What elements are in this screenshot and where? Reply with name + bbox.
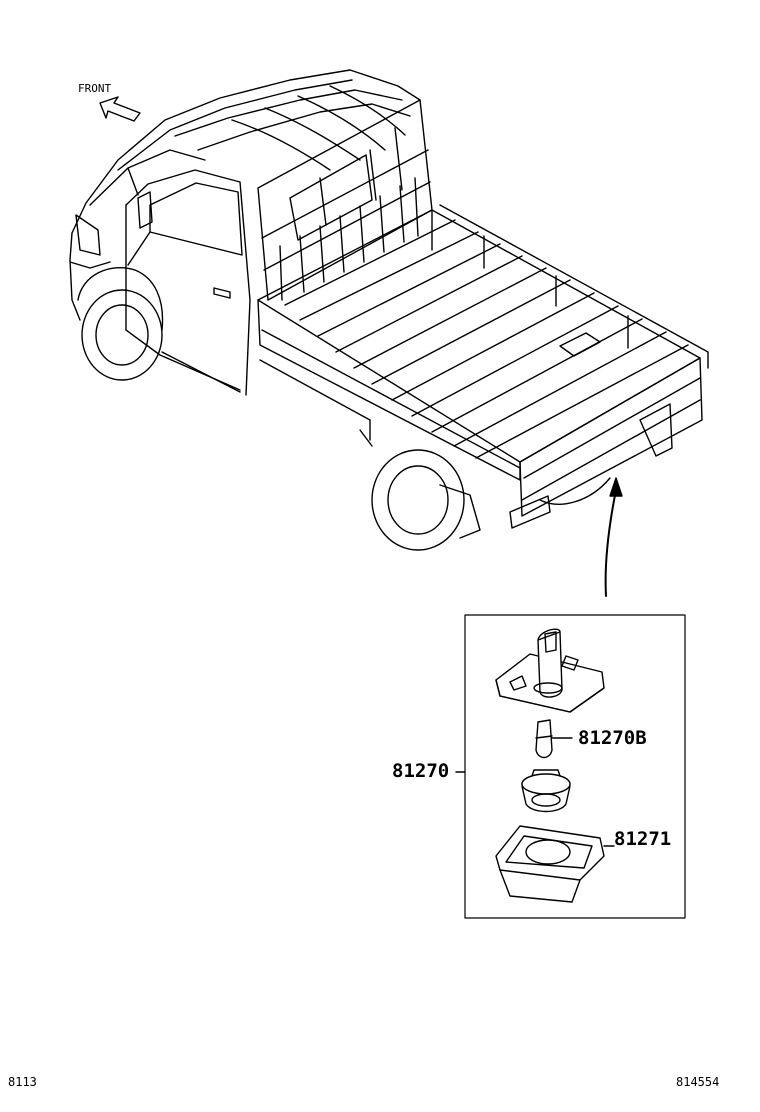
footer-left-code: 8113 <box>8 1075 37 1089</box>
detail-inset-box <box>464 614 686 919</box>
cargo-bed <box>257 204 709 529</box>
lamp-socket-part <box>495 628 605 713</box>
footer-right-code: 814554 <box>676 1075 720 1089</box>
part-number-lens[interactable]: 81271 <box>614 828 672 850</box>
lens-cover-part <box>495 825 615 903</box>
truck-cab <box>69 69 421 396</box>
front-label: FRONT <box>78 82 112 95</box>
lens-ring-part <box>521 769 571 813</box>
bulb-part <box>535 719 573 759</box>
part-number-bulb[interactable]: 81270B <box>578 727 647 749</box>
front-arrow-icon <box>99 96 141 122</box>
leader-arrow <box>604 477 623 597</box>
rear-wheel <box>359 429 481 551</box>
cab-guard <box>257 99 433 301</box>
part-number-assembly[interactable]: 81270 <box>392 760 450 782</box>
